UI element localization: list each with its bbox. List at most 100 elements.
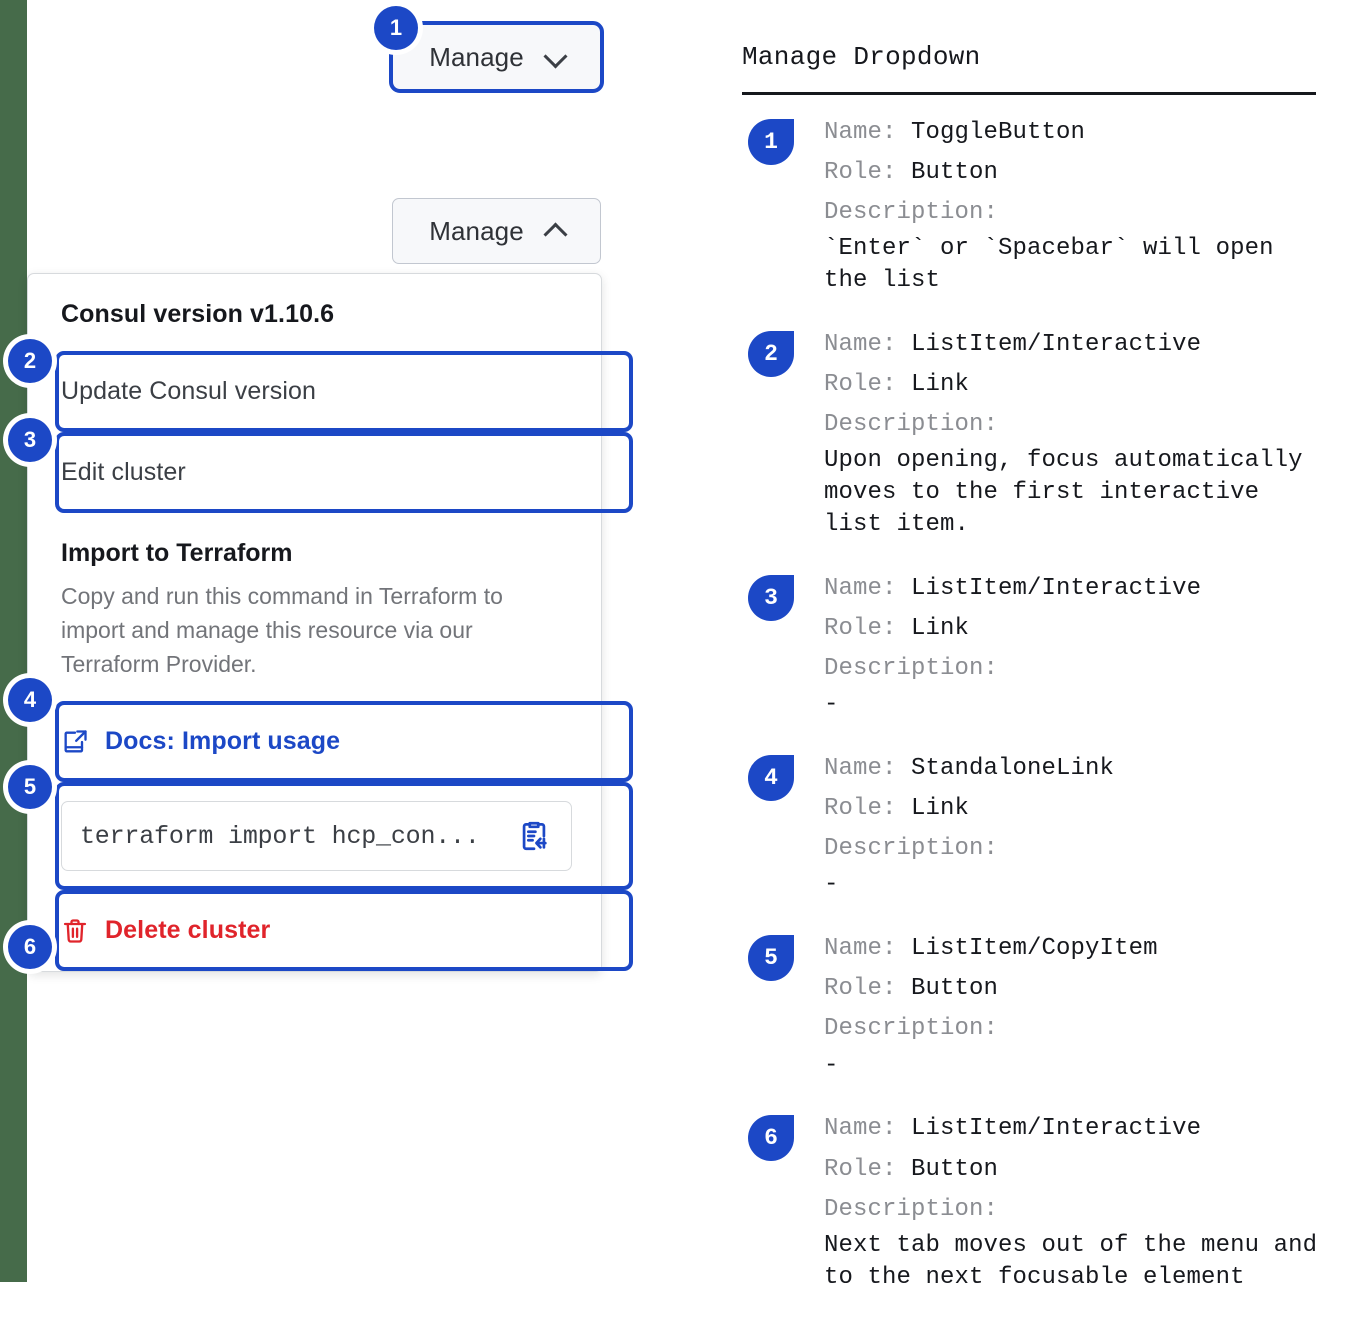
legend-item: 4 Name: StandaloneLink Role: Link Descri… bbox=[742, 749, 1342, 901]
legend-badge-5: 5 bbox=[748, 935, 794, 982]
callout-badge-2: 2 bbox=[8, 339, 52, 383]
terraform-copy-row[interactable]: terraform import hcp_con... bbox=[28, 782, 601, 891]
legend-description-label: Description: bbox=[824, 199, 999, 227]
dropdown-item-edit-cluster[interactable]: Edit cluster bbox=[28, 432, 601, 513]
legend-role-row: Role: Button bbox=[824, 153, 1342, 193]
legend-name-row: Name: ListItem/CopyItem bbox=[824, 929, 1342, 969]
legend-role-value: Button bbox=[911, 1155, 999, 1183]
legend-name-label: Name: bbox=[824, 755, 897, 783]
legend-role-row: Role: Link bbox=[824, 609, 1342, 649]
legend-name-label: Name: bbox=[824, 119, 897, 146]
dropdown-item-update-consul-version-wrapper[interactable]: Update Consul version bbox=[28, 351, 633, 432]
legend-item-list: 1 Name: ToggleButton Role: Button Descri… bbox=[742, 113, 1342, 1293]
legend-description-label: Description: bbox=[824, 835, 999, 863]
delete-cluster-item[interactable]: Delete cluster bbox=[28, 890, 601, 972]
legend-item: 3 Name: ListItem/Interactive Role: Link … bbox=[742, 569, 1342, 721]
legend-role-value: Link bbox=[911, 795, 970, 823]
dropdown-header-consul-version: Consul version v1.10.6 bbox=[61, 300, 335, 328]
legend-item: 1 Name: ToggleButton Role: Button Descri… bbox=[742, 113, 1342, 297]
legend-name-label: Name: bbox=[824, 935, 897, 963]
import-to-terraform-title: Import to Terraform bbox=[61, 539, 293, 567]
legend-role-label: Role: bbox=[824, 159, 897, 187]
legend-description-label: Description: bbox=[824, 1015, 999, 1043]
manage-toggle-button-collapsed[interactable]: Manage bbox=[389, 21, 604, 93]
legend-name-row: Name: StandaloneLink bbox=[824, 749, 1342, 789]
legend-description-label: Description: bbox=[824, 655, 999, 683]
dropdown-demo-panel: Manage 1 Manage Consul version v1.10.6 U… bbox=[0, 0, 700, 1282]
legend-title: Manage Dropdown bbox=[742, 42, 981, 72]
legend-role-row: Role: Button bbox=[824, 1150, 1342, 1190]
legend-role-label: Role: bbox=[824, 795, 897, 823]
callout-badge-1: 1 bbox=[374, 6, 418, 50]
legend-item: 6 Name: ListItem/Interactive Role: Butto… bbox=[742, 1109, 1342, 1293]
docs-import-usage-link[interactable]: Docs: Import usage bbox=[28, 701, 601, 783]
clipboard-copy-icon[interactable] bbox=[517, 819, 551, 853]
legend-badge-2: 2 bbox=[748, 331, 794, 378]
left-edge-rail bbox=[0, 0, 27, 1282]
callout-badge-4: 4 bbox=[8, 678, 52, 722]
legend-name-label: Name: bbox=[824, 1115, 897, 1143]
legend-badge-1: 1 bbox=[748, 119, 794, 165]
legend-badge-3: 3 bbox=[748, 575, 794, 621]
chevron-down-icon bbox=[546, 46, 564, 64]
docs-import-usage-label: Docs: Import usage bbox=[105, 727, 341, 756]
legend-description-value: `Enter` or `Spacebar` will open the list bbox=[824, 235, 1274, 295]
chevron-up-icon bbox=[546, 220, 564, 238]
trash-icon bbox=[61, 917, 89, 945]
legend-role-row: Role: Button bbox=[824, 969, 1342, 1009]
manage-toggle-button-expanded[interactable]: Manage bbox=[392, 198, 601, 264]
terraform-command-text: terraform import hcp_con... bbox=[80, 821, 480, 851]
legend-role-row: Role: Link bbox=[824, 789, 1342, 829]
legend-name-row: Name: ToggleButton bbox=[824, 113, 1342, 153]
legend-badge-6: 6 bbox=[748, 1115, 794, 1162]
callout-badge-6: 6 bbox=[8, 925, 52, 969]
legend-name-value: StandaloneLink bbox=[911, 755, 1115, 783]
legend-name-value: ListItem/Interactive bbox=[911, 1115, 1202, 1143]
legend-name-value: ToggleButton bbox=[911, 119, 1086, 146]
legend-name-row: Name: ListItem/Interactive bbox=[824, 569, 1342, 609]
legend-role-row: Role: Link bbox=[824, 365, 1342, 405]
legend-description-value: Upon opening, focus automatically moves … bbox=[824, 447, 1303, 539]
dropdown-item-update-consul-version[interactable]: Update Consul version bbox=[28, 351, 601, 432]
legend-divider bbox=[742, 92, 1316, 95]
manage-toggle-label-collapsed: Manage bbox=[429, 41, 524, 72]
legend-role-label: Role: bbox=[824, 371, 897, 399]
legend-item: 5 Name: ListItem/CopyItem Role: Button D… bbox=[742, 929, 1342, 1081]
import-to-terraform-section: Import to Terraform Copy and run this co… bbox=[28, 513, 601, 701]
legend-item: 2 Name: ListItem/Interactive Role: Link … bbox=[742, 325, 1342, 541]
docs-import-usage-wrapper[interactable]: Docs: Import usage bbox=[28, 701, 633, 783]
legend-description-value: - bbox=[824, 691, 839, 719]
callout-badge-3: 3 bbox=[8, 418, 52, 462]
terraform-copy-row-wrapper[interactable]: terraform import hcp_con... bbox=[28, 782, 633, 891]
docs-external-link-icon bbox=[61, 728, 89, 756]
manage-toggle-label-expanded: Manage bbox=[429, 215, 524, 246]
dropdown-item-edit-cluster-wrapper[interactable]: Edit cluster bbox=[28, 432, 633, 513]
manage-dropdown-menu: Consul version v1.10.6 Update Consul ver… bbox=[27, 273, 633, 973]
import-to-terraform-description: Copy and run this command in Terraform t… bbox=[61, 583, 503, 677]
legend-description-value: - bbox=[824, 871, 839, 899]
legend-name-value: ListItem/CopyItem bbox=[911, 935, 1158, 963]
legend-role-value: Button bbox=[911, 975, 999, 1003]
delete-cluster-wrapper[interactable]: Delete cluster bbox=[28, 890, 633, 972]
legend-description-label: Description: bbox=[824, 411, 999, 439]
legend-name-label: Name: bbox=[824, 331, 897, 359]
legend-badge-4: 4 bbox=[748, 755, 794, 802]
callout-badge-5: 5 bbox=[8, 765, 52, 809]
terraform-command-box[interactable]: terraform import hcp_con... bbox=[61, 801, 572, 872]
legend-name-value: ListItem/Interactive bbox=[911, 575, 1202, 602]
delete-cluster-label: Delete cluster bbox=[105, 916, 271, 945]
legend-name-value: ListItem/Interactive bbox=[911, 331, 1202, 359]
legend-role-label: Role: bbox=[824, 615, 897, 643]
legend-name-label: Name: bbox=[824, 575, 897, 602]
legend-name-row: Name: ListItem/Interactive bbox=[824, 325, 1342, 365]
legend-role-label: Role: bbox=[824, 975, 897, 1003]
legend-role-label: Role: bbox=[824, 1155, 897, 1183]
annotation-legend-panel: Manage Dropdown 1 Name: ToggleButton Rol… bbox=[742, 0, 1342, 1321]
legend-role-value: Link bbox=[911, 371, 970, 399]
legend-description-value: Next tab moves out of the menu and to th… bbox=[824, 1231, 1318, 1291]
legend-role-value: Link bbox=[911, 615, 970, 643]
legend-description-value: - bbox=[824, 1051, 839, 1079]
legend-role-value: Button bbox=[911, 159, 999, 187]
legend-description-label: Description: bbox=[824, 1195, 999, 1223]
legend-name-row: Name: ListItem/Interactive bbox=[824, 1109, 1342, 1149]
